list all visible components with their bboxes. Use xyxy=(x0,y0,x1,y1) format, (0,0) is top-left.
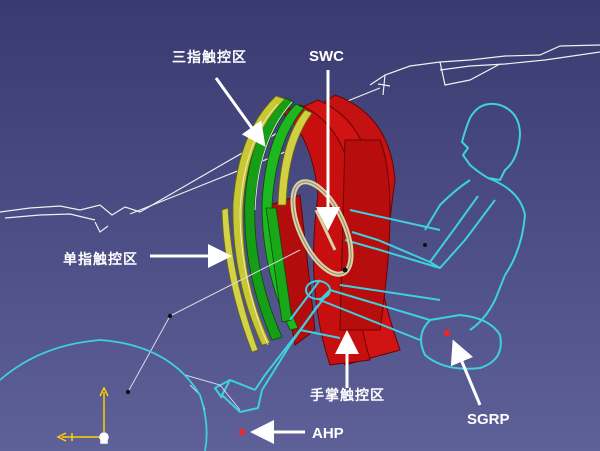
reference-markers xyxy=(125,243,450,435)
touch-zone-sheets xyxy=(221,94,401,366)
label-ahp: AHP xyxy=(312,425,344,442)
arrow-three-finger xyxy=(214,77,266,147)
ahp-marker xyxy=(239,429,245,435)
arrow-sgrp xyxy=(450,339,482,406)
label-swc: SWC xyxy=(309,48,344,65)
label-three-finger-zone: 三指触控区 xyxy=(172,50,247,66)
label-single-finger-zone: 单指触控区 xyxy=(63,252,138,268)
callout-arrows xyxy=(150,70,482,444)
vehicle-wheel-outline xyxy=(0,339,208,451)
label-palm-zone: 手掌触控区 xyxy=(310,388,385,404)
axis-compass-icon xyxy=(56,386,109,444)
label-sgrp: SGRP xyxy=(467,411,510,428)
sgrp-marker xyxy=(444,330,450,336)
mannequin-outline xyxy=(214,102,526,413)
